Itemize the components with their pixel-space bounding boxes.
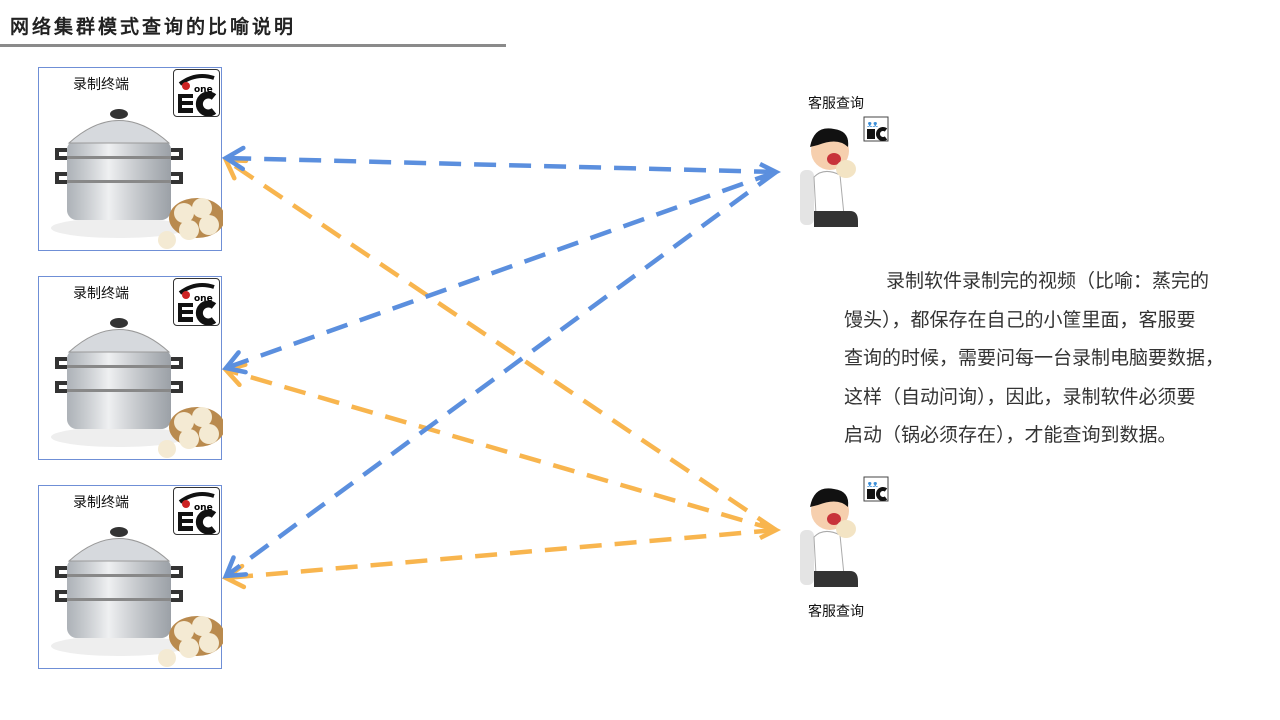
orange-query-arrow-3 <box>221 527 777 590</box>
steamer-pot-icon <box>51 318 223 458</box>
svg-text:one: one <box>194 503 213 513</box>
orange-query-arrow-1 <box>222 157 778 532</box>
customer-service-client-1: ᴥᴥ <box>778 115 890 230</box>
svg-text:ᴥᴥ: ᴥᴥ <box>867 120 878 130</box>
page-title: 网络集群模式查询的比喻说明 <box>10 16 297 38</box>
ec-logo-icon: one <box>173 278 220 326</box>
recording-terminal-3: 录制终端 one <box>38 485 223 669</box>
description-line: 录制软件录制完的视频（比喻：蒸完的 <box>886 270 1210 292</box>
terminal-label: 录制终端 <box>73 495 129 511</box>
description-line: 这样（自动问询），因此，录制软件必须要 <box>844 385 1196 408</box>
svg-text:one: one <box>194 294 213 304</box>
blue-query-arrow-3 <box>222 170 778 579</box>
arrowhead <box>758 519 782 541</box>
client-label: 客服查询 <box>808 96 864 112</box>
description-line: 启动（锅必须存在），才能查询到数据。 <box>844 424 1177 446</box>
client-label: 客服查询 <box>808 604 864 620</box>
arrowhead <box>758 161 782 183</box>
customer-service-client-2: ᴥᴥ <box>778 475 890 590</box>
orange-query-arrow-2 <box>221 362 777 533</box>
recording-terminal-1: 录制终端 one <box>38 67 223 251</box>
boy-eating-bun-icon: ᴥᴥ <box>800 116 889 227</box>
description-text: 录制软件录制完的视频（比喻：蒸完的 馒头），都保存在自己的小筐里面，客服要 查询… <box>844 262 1224 455</box>
blue-query-arrow-2 <box>221 169 777 375</box>
description-line: 馒头），都保存在自己的小筐里面，客服要 <box>844 308 1196 331</box>
ec-logo-icon: one <box>173 487 220 535</box>
terminal-label: 录制终端 <box>73 286 129 302</box>
svg-text:ᴥᴥ: ᴥᴥ <box>867 480 878 490</box>
description-line: 查询的时候，需要问每一台录制电脑要数据， <box>844 347 1225 369</box>
blue-query-arrow-1 <box>221 145 777 175</box>
title-divider <box>0 44 506 47</box>
terminal-label: 录制终端 <box>73 77 129 93</box>
svg-text:one: one <box>194 85 213 95</box>
steamer-pot-icon <box>51 109 223 249</box>
steamer-pot-icon <box>51 527 223 667</box>
boy-eating-bun-icon: ᴥᴥ <box>800 476 889 587</box>
recording-terminal-2: 录制终端 one <box>38 276 223 460</box>
ec-logo-icon: one <box>173 69 220 117</box>
